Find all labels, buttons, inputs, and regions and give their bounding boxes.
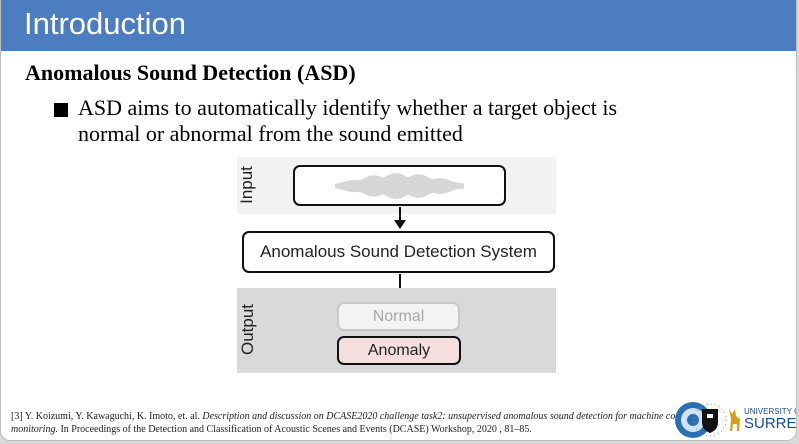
- slide-title: Introduction: [24, 6, 186, 41]
- waveform-icon: [334, 172, 464, 199]
- anomaly-box: Anomaly: [337, 336, 461, 365]
- asd-system-box: Anomalous Sound Detection System: [242, 231, 555, 273]
- section-heading: Anomalous Sound Detection (ASD): [25, 60, 356, 85]
- bullet-line-1: ASD aims to automatically identify wheth…: [78, 95, 618, 120]
- surrey-logo-line2: SURREY: [744, 415, 797, 432]
- reference-venue: In Proceedings of the Detection and Clas…: [57, 424, 532, 435]
- input-waveform-box: [293, 165, 506, 206]
- surrey-logo: UNIVERSITY OF SURREY: [744, 407, 797, 432]
- arrow-down-icon: [394, 207, 406, 229]
- bullet-text: ASD aims to automatically identify wheth…: [78, 95, 718, 147]
- bullet-line-2: normal or abnormal from the sound emitte…: [78, 121, 463, 146]
- normal-box: Normal: [337, 302, 460, 331]
- stag-logo: [729, 408, 740, 431]
- reference-authors: [3] Y. Koizumi, Y. Kawaguchi, K. Imoto, …: [11, 411, 203, 422]
- output-label: Output: [238, 303, 257, 355]
- input-label: Input: [237, 166, 256, 204]
- surrey-logo-line1: UNIVERSITY OF: [744, 407, 796, 416]
- square-bullet-icon: [54, 103, 68, 117]
- reference-citation: [3] Y. Koizumi, Y. Kawaguchi, K. Imoto, …: [11, 410, 711, 436]
- crest-logo: [693, 403, 727, 437]
- slide-header: Introduction: [1, 0, 796, 51]
- reference-title: Description and discussion on DCASE2020 …: [11, 411, 704, 435]
